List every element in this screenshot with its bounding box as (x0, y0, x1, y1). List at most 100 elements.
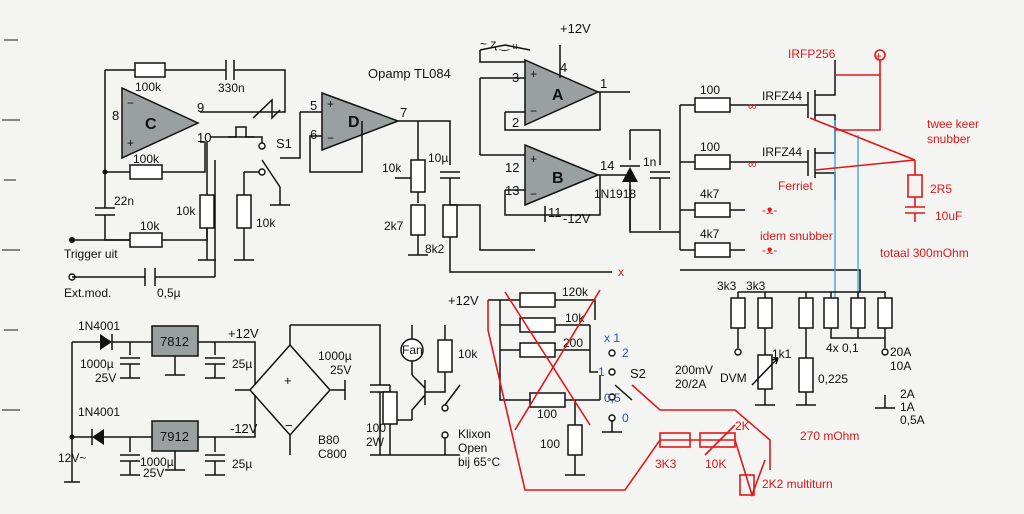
label-8k2: 8k2 (425, 242, 445, 256)
label-4x01: 4x 0,1 (826, 341, 859, 355)
opamp-a-label: A (552, 87, 564, 104)
label-totaal: totaal 300mOhm (880, 246, 969, 260)
mosfet-section: IRFZ44 IRFZ44 + IRFP256 ∞ ∞ -ᴥ- -ᴥ- (748, 47, 886, 300)
label-100k-top: 100k (135, 80, 162, 94)
resistor-8k2 (442, 204, 458, 238)
svg-text:∞: ∞ (748, 99, 757, 113)
label-25v-c: 25V (330, 363, 351, 377)
label-3k3-red: 3K3 (655, 457, 677, 471)
label-7912: 7912 (160, 429, 189, 444)
diode-1n4001-b (92, 429, 104, 445)
resistor-0225 (798, 357, 814, 393)
label-100k-mid: 100k (133, 152, 160, 166)
resistor-200 (519, 342, 556, 358)
power-supply-section: 1N4001 1N4001 7812 7912 1000µ 25V 25µ 10… (58, 319, 500, 483)
pot-2k2-multiturn (739, 474, 755, 496)
resistor-2k7 (410, 204, 426, 236)
resistor-shunt-3 (850, 297, 866, 329)
opamp-d-label: D (348, 114, 360, 131)
label-10k-red: 10K (705, 457, 726, 471)
sawtooth-icon (252, 98, 281, 120)
label-10k-fan: 10k (458, 347, 478, 361)
svg-text:+: + (127, 136, 134, 150)
svg-text:−: − (327, 131, 334, 145)
pin-c9: 9 (197, 100, 204, 115)
label-10k-c: 10k (140, 219, 160, 233)
pin-b12: 12 (505, 160, 519, 175)
label-10k-b: 10k (256, 216, 276, 230)
label-100-pot: 100 (540, 437, 560, 451)
label-1n: 1n (643, 155, 656, 169)
label-dvm: DVM (720, 371, 747, 385)
square-wave-icon (228, 126, 254, 138)
resistor-2r5 (907, 174, 923, 198)
driver-section: A + − B + − 3 2 1 4 12 13 14 11 +12V -12… (479, 21, 861, 292)
resistor-100k-mid (129, 164, 163, 180)
opamp-d (321, 91, 401, 152)
opamp-b-label: B (552, 170, 564, 187)
resistor-100-pot (567, 424, 583, 456)
resistor-4k7-b (694, 242, 731, 258)
label-10k-a: 10k (176, 204, 196, 218)
resistor-shunt-4 (877, 297, 893, 329)
svg-text:+: + (875, 49, 882, 63)
supply-neg-b: -12V (563, 211, 591, 226)
svg-text:−: − (530, 187, 537, 201)
opamp-label: Opamp TL084 (368, 66, 451, 81)
label-fan: Fan (402, 343, 423, 357)
resistor-10k-c (129, 232, 163, 248)
pin-b14: 14 (600, 158, 614, 173)
label-05u: 0,5µ (157, 286, 181, 300)
supply-pos-a: +12V (560, 21, 591, 36)
diode-1n4001-a (100, 334, 112, 350)
label-s2-x1: x 1 (604, 331, 620, 345)
label-irfz44-a: IRFZ44 (762, 89, 802, 103)
label-200: 200 (563, 336, 583, 350)
pin-a1: 1 (600, 76, 607, 91)
label-s2-1: 1 (598, 365, 605, 379)
label-s2-supply: +12V (448, 293, 479, 308)
label-2k7: 2k7 (384, 219, 404, 233)
switch-s1[interactable]: S1 (210, 136, 292, 206)
oscillator-section: C − + 8 9 10 100k 330n 100k 22n 10k 10k … (64, 60, 286, 300)
label-2k: 2K (735, 419, 750, 433)
label-0225: 0,225 (818, 372, 848, 386)
label-100-a: 100 (700, 83, 720, 97)
resistor-3k3-b (757, 297, 773, 329)
resistor-100k-top (134, 62, 166, 78)
label-x-node: x (618, 265, 624, 279)
label-1000u-a: 1000µ (80, 357, 114, 371)
resistor-120k (519, 292, 556, 308)
label-25v-b: 25V (143, 466, 164, 480)
pin-b11: 11 (548, 205, 562, 220)
label-1k1: 1k1 (772, 347, 792, 361)
label-330n: 330n (218, 81, 245, 95)
label-25u-b: 25µ (232, 457, 252, 471)
opamp-c (121, 86, 200, 160)
label-100-s2: 100 (537, 407, 557, 421)
resistor-shunt-2 (823, 297, 839, 329)
label-1000u-b: 1000µ (140, 455, 174, 469)
label-1n1918: 1N1918 (594, 187, 636, 201)
svg-text:+: + (530, 67, 537, 81)
label-idem: idem snubber (760, 229, 833, 243)
label-2r5: 2R5 (930, 182, 952, 196)
pot-10k-red (699, 432, 736, 448)
terminal-plus-icon (874, 49, 886, 61)
label-extmod: Ext.mod. (64, 286, 111, 300)
label-s1: S1 (276, 136, 292, 151)
label-ferriet: Ferriet (778, 179, 813, 193)
label-25v-a: 25V (95, 371, 116, 385)
regulator-7812 (151, 325, 199, 357)
label-s2-0: 0 (622, 411, 629, 425)
pin-a2: 2 (512, 115, 519, 130)
pin-d7: 7 (400, 105, 407, 120)
switch-s2[interactable]: +12V 120k 10k 200 100 100 x 1 2 1 0,5 0 … (448, 285, 859, 498)
label-multiturn: 2K2 multiturn (762, 477, 833, 491)
